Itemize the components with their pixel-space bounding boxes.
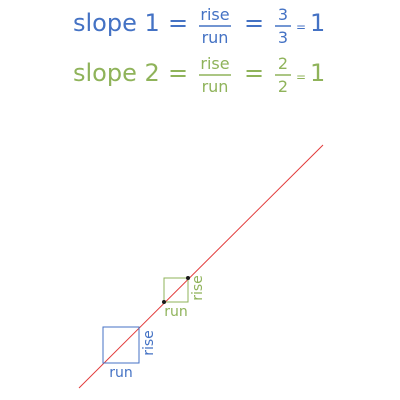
equation-2-equals-3: = bbox=[296, 70, 306, 84]
equation-1-equals: = bbox=[168, 9, 188, 37]
slope-line bbox=[78, 144, 324, 389]
equation-2-equals: = bbox=[168, 59, 188, 87]
triangle-1-rise-label: rise bbox=[141, 330, 157, 356]
equation-1-fraction-numerator: rise bbox=[200, 5, 229, 24]
triangle-2-rise-label: rise bbox=[190, 275, 206, 301]
equation-slope-2: slope 2 = rise run = 2 2 = 1 bbox=[73, 54, 325, 96]
triangle-1-run-label: run bbox=[109, 365, 133, 381]
equation-2-fraction-denominator: run bbox=[202, 77, 229, 96]
triangle-2-end-point bbox=[186, 276, 190, 280]
triangle-2-run-label: run bbox=[164, 304, 188, 320]
equation-1-value-denominator: 3 bbox=[278, 28, 288, 47]
equation-slope-1: slope 1 = rise run = 3 3 = 1 bbox=[73, 5, 325, 47]
equation-1-result: 1 bbox=[310, 9, 325, 37]
equation-2-fraction-numerator: rise bbox=[200, 54, 229, 73]
equation-2-lhs: slope 2 bbox=[73, 59, 160, 87]
triangle-2-start-point bbox=[162, 300, 166, 304]
slope-triangle-2: run rise bbox=[162, 275, 206, 320]
equation-2-value-numerator: 2 bbox=[278, 54, 288, 73]
equation-1-equals-2: = bbox=[244, 9, 264, 37]
slope-triangle-1-box bbox=[102, 326, 140, 364]
equation-2-value-denominator: 2 bbox=[278, 77, 288, 96]
equation-1-lhs: slope 1 bbox=[73, 9, 160, 37]
equation-1-equals-3: = bbox=[296, 20, 306, 34]
slope-triangle-1: run rise bbox=[102, 326, 157, 381]
slope-triangle-2-box bbox=[163, 277, 189, 303]
equation-2-result: 1 bbox=[310, 59, 325, 87]
equation-2-equals-2: = bbox=[244, 59, 264, 87]
equation-1-value-numerator: 3 bbox=[278, 5, 288, 24]
equation-1-fraction-denominator: run bbox=[202, 28, 229, 47]
